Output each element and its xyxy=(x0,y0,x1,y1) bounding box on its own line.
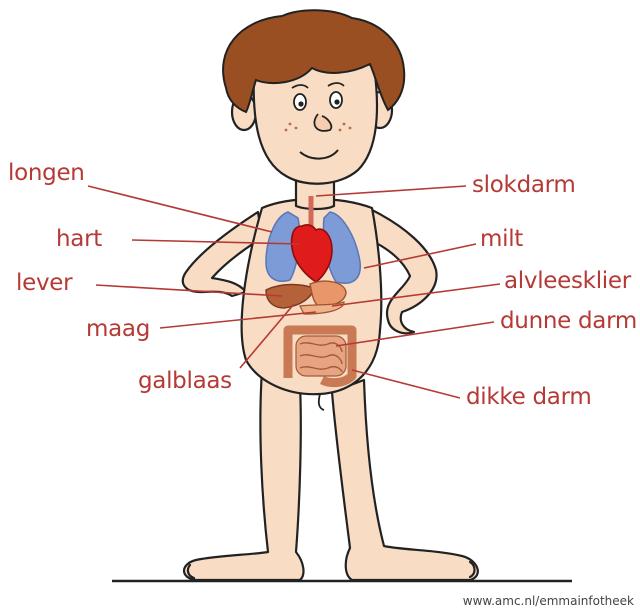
leader-longen xyxy=(88,186,272,232)
label-galblaas: galblaas xyxy=(138,368,232,394)
label-lever: lever xyxy=(16,270,72,296)
label-slokdarm: slokdarm xyxy=(472,172,576,198)
label-dikke-darm: dikke darm xyxy=(466,384,591,410)
right-pupil xyxy=(334,99,339,104)
left-leg xyxy=(184,370,303,580)
label-longen: longen xyxy=(8,160,85,186)
leader-dikke-darm xyxy=(352,370,460,398)
navel xyxy=(319,394,324,410)
leader-slokdarm xyxy=(316,186,466,196)
label-maag: maag xyxy=(86,316,150,342)
right-leg xyxy=(332,380,478,580)
label-hart: hart xyxy=(56,226,102,252)
small-intestine xyxy=(296,336,346,376)
label-alvleesklier: alvleesklier xyxy=(504,268,631,294)
label-milt: milt xyxy=(480,226,523,252)
left-pupil xyxy=(298,101,303,106)
source-credit: www.amc.nl/emmainfotheek xyxy=(463,594,634,608)
label-dunne-darm: dunne darm xyxy=(500,308,637,334)
